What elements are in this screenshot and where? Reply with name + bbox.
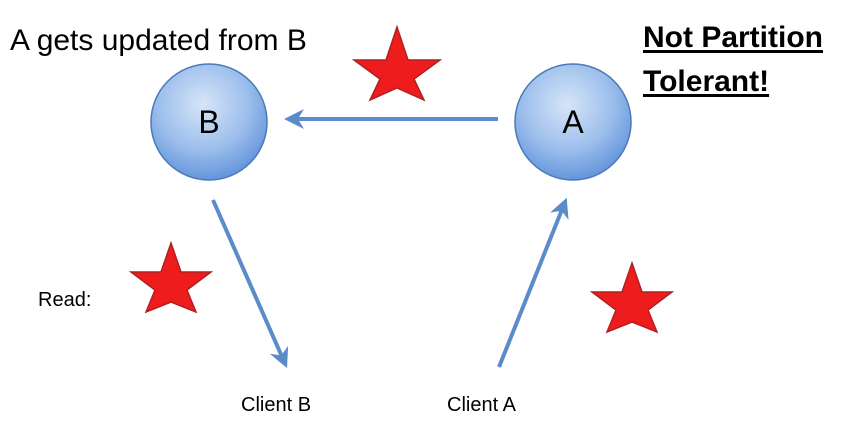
client-a-label: Client A (447, 394, 516, 416)
node-a-label: A (562, 104, 584, 140)
diagram-title: A gets updated from B (10, 24, 307, 57)
star-icon-left (128, 240, 214, 314)
client-b-label: Client B (241, 394, 312, 416)
node-b-circle (150, 63, 268, 181)
read-label: Read: (38, 289, 92, 311)
warning-line-2: Tolerant! (643, 65, 770, 98)
arrow-client-a-to-a (497, 197, 569, 368)
warning-line-1: Not Partition (643, 21, 823, 54)
arrow-b-to-client-b (211, 199, 289, 369)
star-icon-top (351, 24, 443, 102)
star-icon-right (589, 260, 675, 334)
node-b-label: B (198, 104, 220, 140)
node-a-circle (514, 63, 632, 181)
